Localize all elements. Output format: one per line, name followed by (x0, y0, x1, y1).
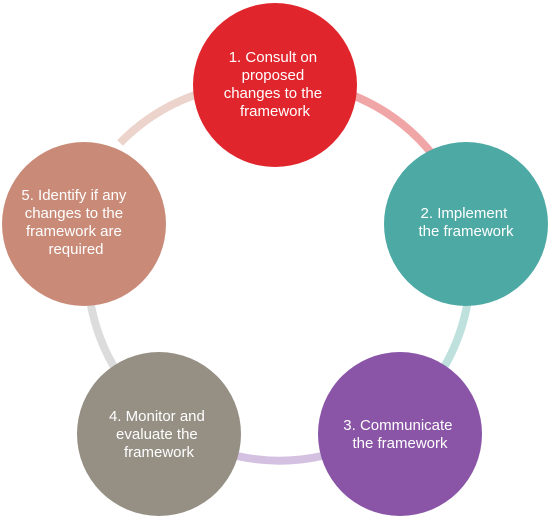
step-1-label-line: 1. Consult on (229, 49, 317, 66)
step-4-label: 4. Monitor and evaluate the framework (109, 408, 209, 461)
step-4-label-line: 4. Monitor and (109, 408, 205, 425)
step-4-node: 4. Monitor and evaluate the framework (77, 352, 241, 516)
step-1-label-line: framework (240, 103, 311, 120)
step-3-label-line: 3. Communicate (343, 417, 452, 434)
step-1-label: 1. Consult on proposed changes to the fr… (224, 49, 327, 120)
step-5-label-line: framework are (26, 223, 122, 240)
step-3-circle (318, 352, 482, 516)
step-3-label-line: the framework (352, 435, 448, 452)
step-2-circle (384, 142, 548, 306)
connector-2-to-3 (439, 299, 472, 372)
step-4-circle (77, 352, 241, 516)
connector-5-to-1 (117, 91, 197, 146)
connector-4-to-5 (86, 299, 123, 378)
step-2-label-line: 2. Implement (421, 205, 509, 222)
step-2-label-line: the framework (418, 223, 514, 240)
step-1-circle (193, 3, 357, 167)
step-5-node: 5. Identify if any changes to the framew… (2, 142, 166, 306)
connector-3-to-4 (236, 452, 323, 465)
step-2-label: 2. Implement the framework (418, 205, 514, 240)
step-5-label: 5. Identify if any changes to the framew… (21, 187, 130, 258)
step-3-label: 3. Communicate the framework (343, 417, 456, 452)
step-5-circle (2, 142, 166, 306)
step-5-label-line: required (48, 241, 103, 258)
step-2-node: 2. Implement the framework (384, 142, 548, 306)
step-1-node: 1. Consult on proposed changes to the fr… (193, 3, 357, 167)
step-1-label-line: changes to the (224, 85, 322, 102)
connector-1-to-2 (350, 91, 437, 158)
step-3-node: 3. Communicate the framework (318, 352, 482, 516)
step-5-label-line: changes to the (25, 205, 123, 222)
step-4-label-line: evaluate the (116, 426, 198, 443)
step-1-label-line: proposed (242, 67, 305, 84)
step-5-label-line: 5. Identify if any (21, 187, 127, 204)
step-4-label-line: framework (124, 444, 195, 461)
